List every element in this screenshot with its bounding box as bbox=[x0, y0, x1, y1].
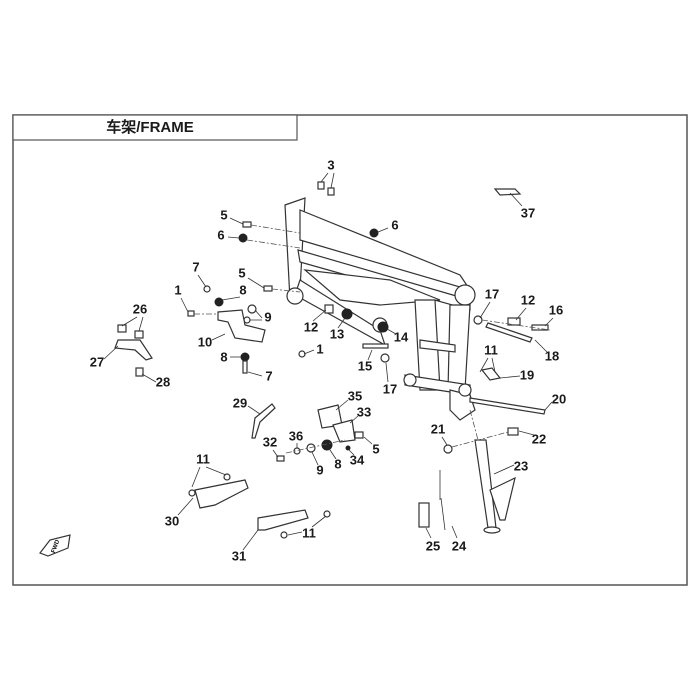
callout-label: 10 bbox=[198, 334, 212, 349]
callout-label: 15 bbox=[358, 358, 372, 373]
callout-label: 17 bbox=[485, 286, 499, 301]
callout-label: 5 bbox=[220, 207, 227, 222]
callout-label: 12 bbox=[521, 292, 535, 307]
title-box bbox=[12, 114, 298, 141]
callout-label: 24 bbox=[452, 538, 467, 553]
callout-label: 5 bbox=[238, 265, 245, 280]
diagram-title: 车架/FRAME bbox=[106, 118, 194, 136]
callout-label: 8 bbox=[220, 349, 227, 364]
callout-label: 1 bbox=[174, 282, 181, 297]
callout-label: 36 bbox=[289, 428, 303, 443]
callout-label: 3 bbox=[327, 157, 334, 172]
callout-label: 6 bbox=[391, 217, 398, 232]
callout-label: 13 bbox=[330, 326, 344, 341]
callout-label: 34 bbox=[350, 452, 365, 467]
callout-label: 20 bbox=[552, 391, 566, 406]
callout-label: 32 bbox=[263, 434, 277, 449]
fwd-label: FWD bbox=[51, 539, 62, 555]
callout-label: 37 bbox=[521, 205, 535, 220]
callout-label: 9 bbox=[264, 309, 271, 324]
callout-label: 23 bbox=[514, 458, 528, 473]
callout-label: 33 bbox=[357, 404, 371, 419]
callout-label: 27 bbox=[90, 354, 104, 369]
forward-direction-arrow: FWD bbox=[39, 534, 71, 557]
diagram-border bbox=[12, 114, 688, 586]
callout-label: 5 bbox=[372, 441, 379, 456]
callout-label: 7 bbox=[192, 259, 199, 274]
callout-label: 21 bbox=[431, 421, 445, 436]
callout-label: 30 bbox=[165, 513, 179, 528]
callout-label: 19 bbox=[520, 367, 534, 382]
callout-label: 6 bbox=[217, 227, 224, 242]
callout-label: 35 bbox=[348, 388, 362, 403]
callout-labels: 3 5 6 6 7 5 8 1 9 26 12 13 1 10 8 7 27 2… bbox=[90, 157, 566, 563]
callout-label: 9 bbox=[316, 462, 323, 477]
callout-label: 1 bbox=[316, 341, 323, 356]
callout-label: 29 bbox=[233, 395, 247, 410]
callout-label: 18 bbox=[545, 348, 559, 363]
callout-label: 26 bbox=[133, 301, 147, 316]
small-parts bbox=[114, 181, 549, 539]
callout-label: 14 bbox=[394, 329, 409, 344]
callout-label: 17 bbox=[383, 381, 397, 396]
callout-label: 28 bbox=[156, 374, 170, 389]
assembly-lines bbox=[194, 224, 551, 454]
callout-label: 31 bbox=[232, 548, 246, 563]
callout-label: 16 bbox=[549, 302, 563, 317]
leader-lines bbox=[103, 172, 554, 551]
callout-label: 7 bbox=[265, 368, 272, 383]
main-frame bbox=[284, 197, 476, 421]
callout-label: 8 bbox=[239, 282, 246, 297]
callout-label: 12 bbox=[304, 319, 318, 334]
callout-label: 25 bbox=[426, 538, 440, 553]
callout-label: 11 bbox=[302, 525, 316, 540]
callout-label: 11 bbox=[484, 342, 498, 357]
callout-label: 11 bbox=[196, 451, 210, 466]
callout-label: 8 bbox=[334, 456, 341, 471]
callout-label: 22 bbox=[532, 431, 546, 446]
